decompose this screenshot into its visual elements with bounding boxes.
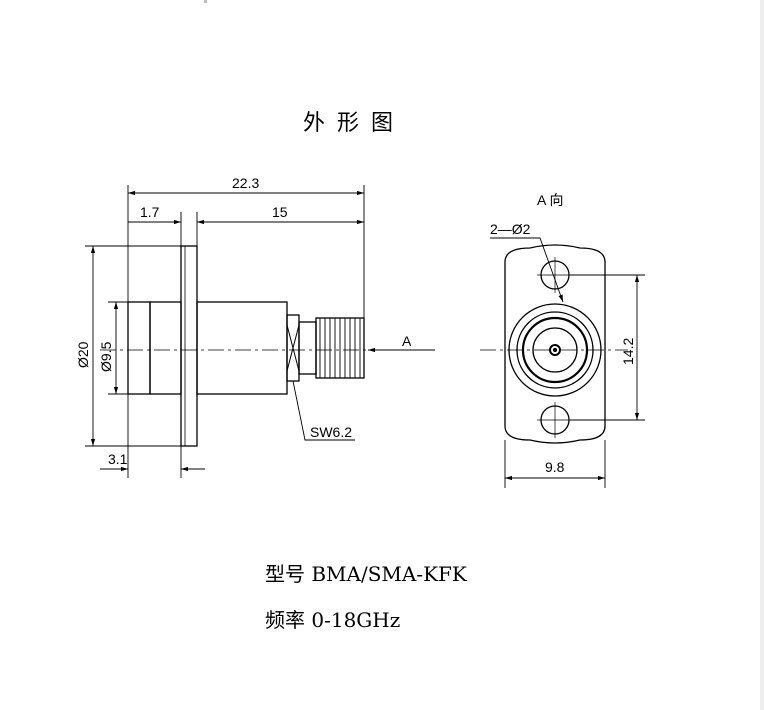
dim-body-dia-label: Ø9.5 [98,341,114,372]
dim-flange-dia-label: Ø20 [75,341,91,368]
side-view [100,245,378,447]
end-view-title: A 向 [537,192,563,208]
rear-cap [127,301,151,395]
dim-body-length-label: 15 [272,204,288,220]
model-spec: 型号 BMA/SMA-KFK [265,562,468,586]
view-arrow-label: A [402,333,412,349]
dim-width-label: 9.8 [545,459,565,475]
end-view [480,244,628,444]
hole-spec-label: 2—Ø2 [490,221,531,237]
side-dimension-labels: 22.3 1.7 15 Ø20 Ø9.5 3.1 SW6.2 A [75,175,412,467]
end-flange-outline [504,244,606,444]
main-body [196,301,288,395]
end-dimensions [490,237,645,488]
dim-flange-offset-label: 1.7 [140,204,160,220]
drawing-title: 外形图 [303,111,405,136]
frequency-spec: 频率 0-18GHz [265,608,400,632]
thread [298,321,317,375]
dim-hole-spacing-label: 14.2 [620,338,636,365]
dim-rear-label: 3.1 [108,451,128,467]
dim-overall-label: 22.3 [232,175,259,191]
wrench-size-label: SW6.2 [310,424,352,440]
right-edge-border [760,0,764,710]
top-mark [204,0,207,3]
inner-body [149,301,182,395]
flange [180,245,198,447]
end-dimension-labels: A 向 2—Ø2 14.2 9.8 [490,192,636,475]
side-dimensions [85,185,435,478]
